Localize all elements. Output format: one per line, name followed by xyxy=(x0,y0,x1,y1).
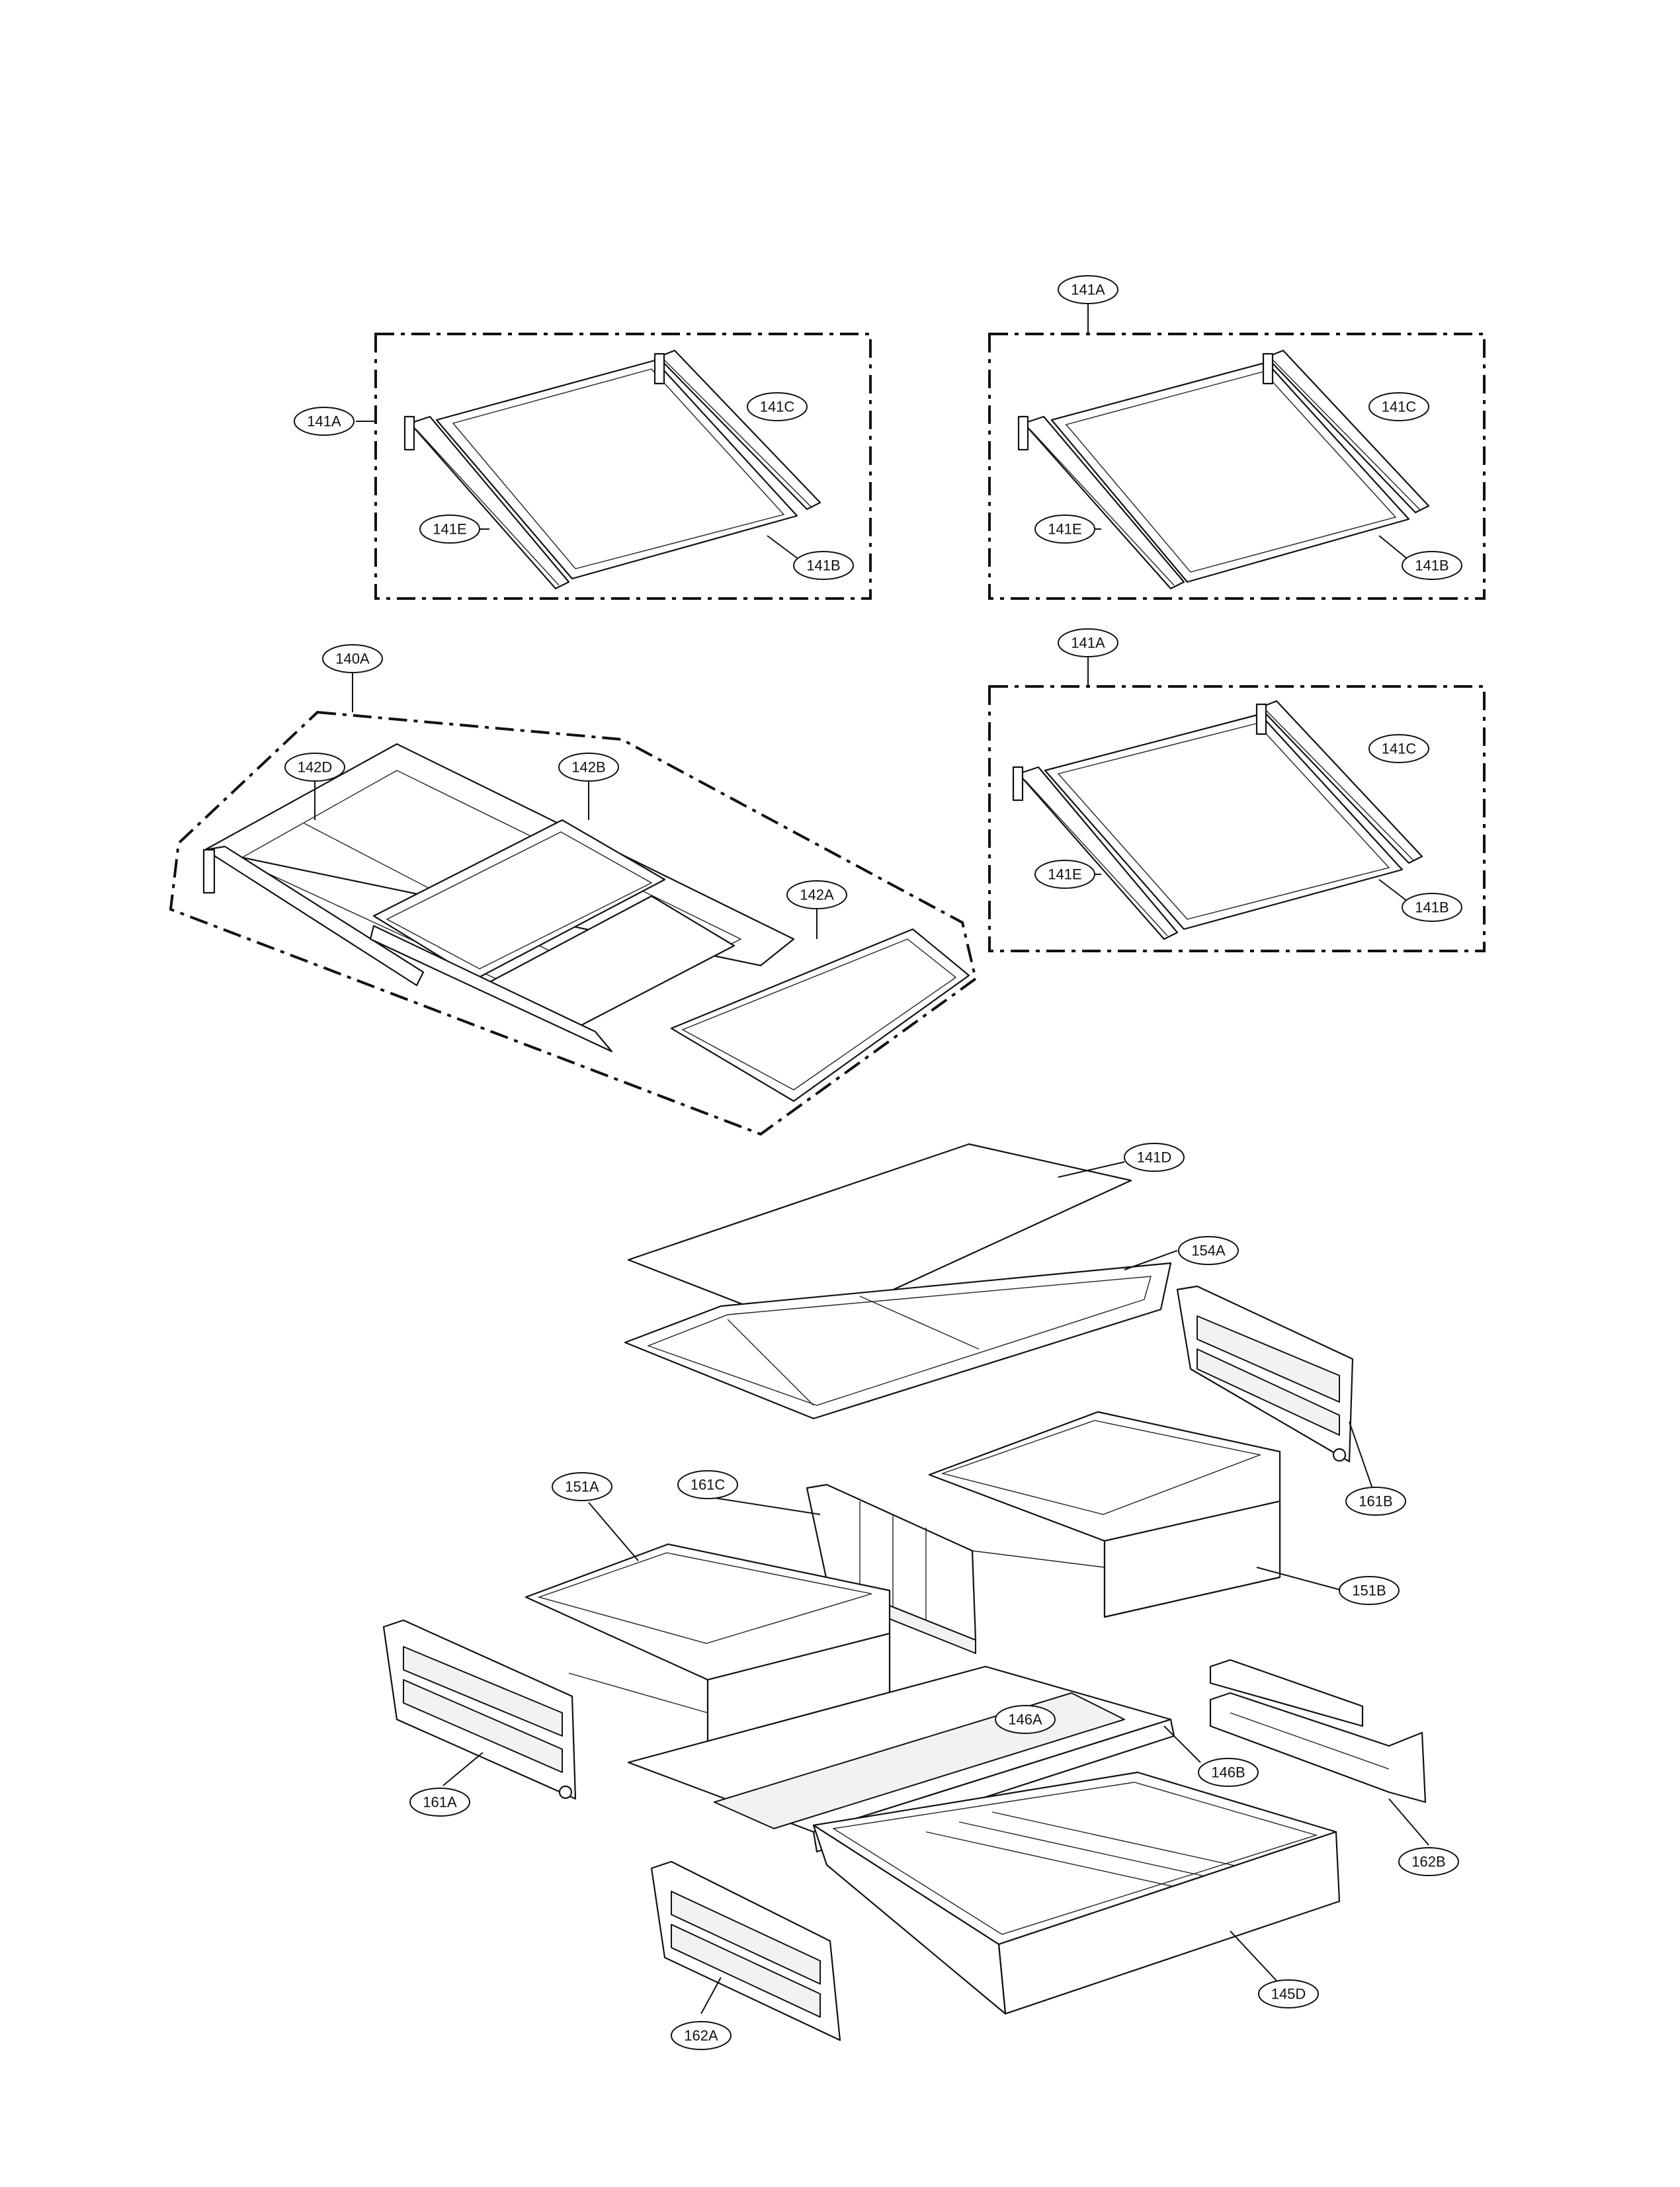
callout-141E-box-2: 141E xyxy=(1034,515,1095,544)
callout-162B: 162B xyxy=(1398,1847,1459,1876)
svg-text:142B: 142B xyxy=(571,759,605,776)
shelf-assembly-box-3 xyxy=(988,685,1486,952)
shelf-assembly-box-2 xyxy=(988,333,1486,600)
callout-141A-box-2: 141A xyxy=(1058,275,1118,304)
svg-text:141B: 141B xyxy=(1415,557,1449,574)
svg-text:141D: 141D xyxy=(1137,1149,1172,1166)
callout-141D: 141D xyxy=(1124,1143,1185,1172)
assembly-boundary-box-3 xyxy=(988,685,1486,952)
svg-text:146B: 146B xyxy=(1211,1764,1245,1781)
callout-151B: 151B xyxy=(1339,1576,1400,1605)
svg-text:161C: 161C xyxy=(691,1477,726,1493)
callout-141B-box-3: 141B xyxy=(1402,893,1462,922)
frame-142B-drawing xyxy=(369,819,735,1053)
frame-154A-drawing xyxy=(624,1262,1172,1420)
rail-162B-drawing xyxy=(1209,1659,1427,1803)
callout-146A: 146A xyxy=(995,1705,1056,1734)
svg-text:141E: 141E xyxy=(1048,866,1081,883)
rail-162A-drawing xyxy=(650,1860,841,2042)
support-161A-drawing xyxy=(382,1619,577,1800)
drawer-151B-drawing xyxy=(928,1411,1281,1618)
svg-text:140A: 140A xyxy=(335,651,370,667)
callout-142D: 142D xyxy=(284,753,345,782)
svg-text:146A: 146A xyxy=(1008,1712,1042,1728)
svg-text:161B: 161B xyxy=(1359,1493,1392,1510)
assembly-boundary-140A xyxy=(169,710,978,1136)
svg-text:141A: 141A xyxy=(307,413,341,430)
svg-text:141A: 141A xyxy=(1071,282,1105,298)
callout-141C-box-2: 141C xyxy=(1368,392,1429,421)
callout-142A: 142A xyxy=(786,880,847,909)
shelf-141-drawing-1 xyxy=(403,349,821,590)
assembly-boundary-box-1 xyxy=(374,333,872,600)
callout-141B-box-1: 141B xyxy=(793,551,854,580)
callout-141E-box-3: 141E xyxy=(1034,860,1095,889)
svg-text:151B: 151B xyxy=(1352,1583,1386,1599)
svg-text:142A: 142A xyxy=(800,887,834,903)
shelf-141-drawing-2 xyxy=(1017,349,1430,590)
frame-group-140A xyxy=(169,710,978,1136)
svg-text:141B: 141B xyxy=(806,557,840,574)
callout-151A: 151A xyxy=(552,1472,612,1501)
callout-140A: 140A xyxy=(322,644,383,673)
callout-141A-box-3: 141A xyxy=(1058,628,1118,657)
callout-154A: 154A xyxy=(1178,1236,1239,1265)
callout-141A-box-1: 141A xyxy=(294,407,355,436)
svg-text:154A: 154A xyxy=(1191,1243,1226,1259)
callout-141E-box-1: 141E xyxy=(419,515,480,544)
callout-145D: 145D xyxy=(1258,1979,1319,2008)
callout-141C-box-3: 141C xyxy=(1368,734,1429,763)
callout-161A: 161A xyxy=(409,1788,470,1817)
svg-text:145D: 145D xyxy=(1271,1986,1306,2002)
callout-141B-box-2: 141B xyxy=(1402,551,1462,580)
svg-text:161A: 161A xyxy=(423,1794,457,1811)
drawer-145D-drawing xyxy=(812,1771,1341,2015)
svg-text:142D: 142D xyxy=(298,759,333,776)
svg-text:141C: 141C xyxy=(1382,399,1417,415)
callouts: 141A 141C 141E 141B 141A 141C 141E xyxy=(284,275,1462,2050)
svg-text:141A: 141A xyxy=(1071,635,1105,651)
callout-161C: 161C xyxy=(677,1470,738,1499)
svg-text:141B: 141B xyxy=(1415,899,1449,916)
callout-141C-box-1: 141C xyxy=(747,392,808,421)
svg-text:162A: 162A xyxy=(684,2028,718,2044)
callout-146B: 146B xyxy=(1198,1758,1259,1787)
support-161B-drawing xyxy=(1176,1285,1354,1463)
svg-text:141C: 141C xyxy=(760,399,795,415)
svg-text:162B: 162B xyxy=(1411,1854,1445,1870)
callout-161B: 161B xyxy=(1345,1487,1406,1516)
drawer-151A-drawing xyxy=(525,1543,891,1751)
svg-text:141C: 141C xyxy=(1382,741,1417,757)
svg-text:141E: 141E xyxy=(433,521,466,538)
callout-162A: 162A xyxy=(671,2021,732,2050)
callout-142B: 142B xyxy=(558,753,619,782)
assembly-boundary-box-2 xyxy=(988,333,1486,600)
shelf-assembly-box-1 xyxy=(374,333,872,600)
shelf-141-drawing-3 xyxy=(1012,700,1423,940)
glass-142A-drawing xyxy=(670,928,970,1102)
svg-text:151A: 151A xyxy=(565,1479,599,1495)
svg-text:141E: 141E xyxy=(1048,521,1081,538)
